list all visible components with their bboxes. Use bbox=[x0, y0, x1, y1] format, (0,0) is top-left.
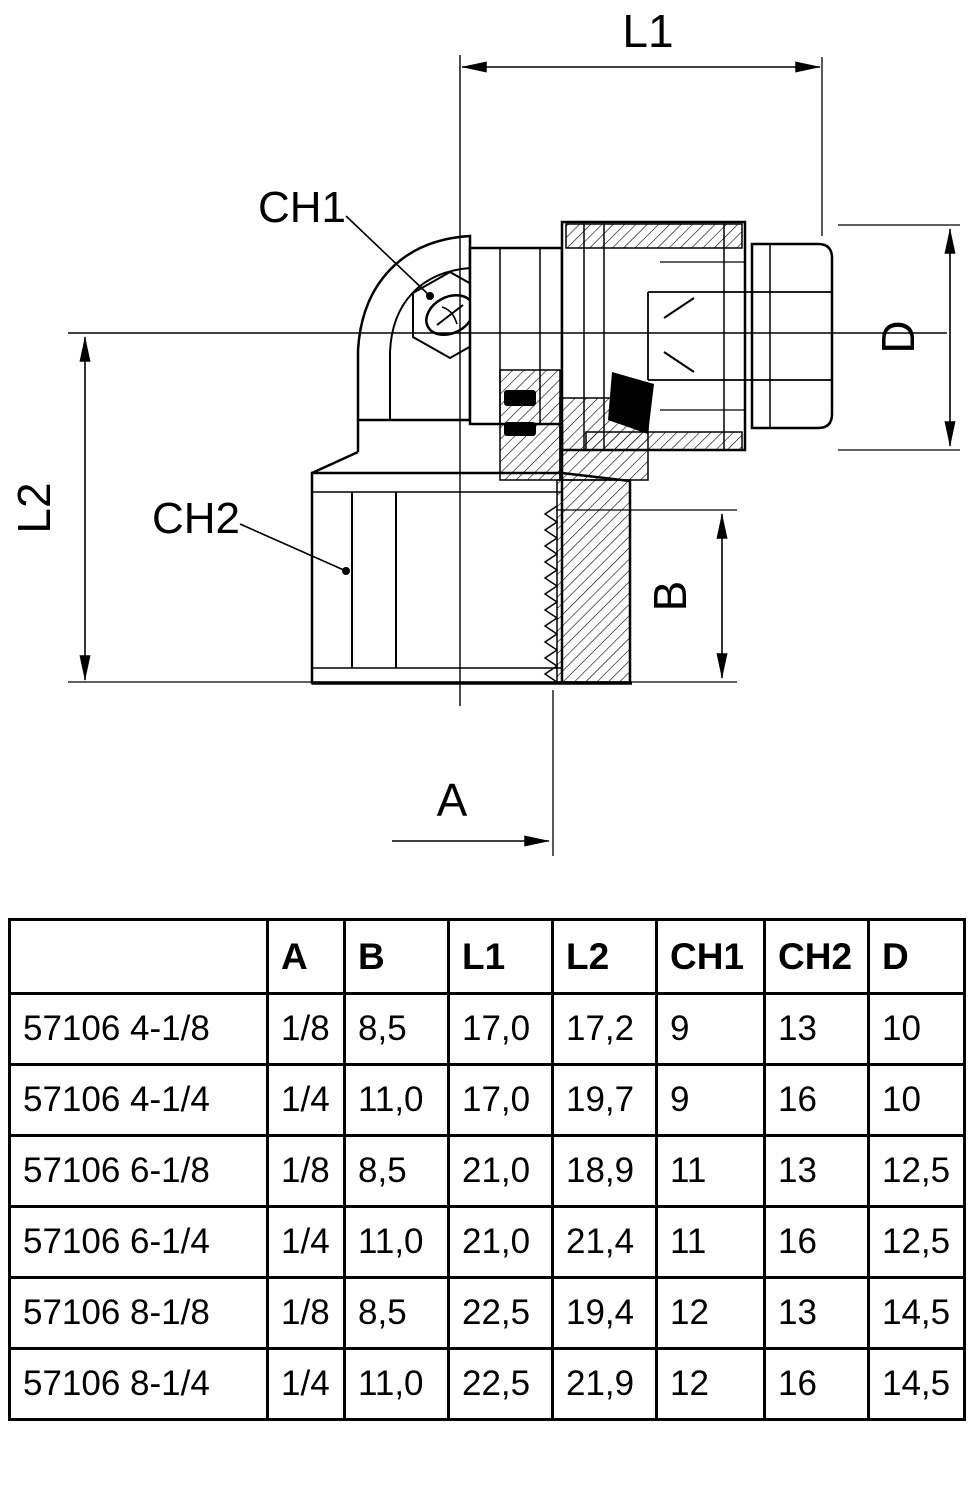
value-d: 12,5 bbox=[867, 1205, 966, 1279]
value-a: 1/8 bbox=[266, 1276, 346, 1350]
value-l1: 21,0 bbox=[447, 1205, 554, 1279]
value-d: 10 bbox=[867, 992, 966, 1066]
value-ch2: 13 bbox=[763, 1134, 870, 1208]
fitting-technical-drawing: L1 L2 D B A CH1 bbox=[8, 5, 960, 856]
value-l2: 21,4 bbox=[551, 1205, 658, 1279]
value-d: 14,5 bbox=[867, 1276, 966, 1350]
value-ch1: 12 bbox=[655, 1276, 766, 1350]
dim-label-b: B bbox=[644, 581, 696, 612]
header-l2: L2 bbox=[551, 918, 658, 995]
dim-label-l1: L1 bbox=[622, 5, 673, 57]
header-d: D bbox=[867, 918, 966, 995]
dim-label-a: A bbox=[437, 774, 468, 826]
o-ring-seal bbox=[504, 422, 536, 436]
value-ch1: 11 bbox=[655, 1205, 766, 1279]
value-b: 8,5 bbox=[343, 1276, 450, 1350]
part-number-cell: 57106 4-1/8 bbox=[8, 992, 269, 1066]
dim-label-ch1: CH1 bbox=[258, 183, 346, 232]
dimension-d: D bbox=[872, 228, 956, 447]
value-b: 8,5 bbox=[343, 992, 450, 1066]
value-ch2: 13 bbox=[763, 1276, 870, 1350]
value-l1: 17,0 bbox=[447, 992, 554, 1066]
value-ch2: 16 bbox=[763, 1063, 870, 1137]
release-sleeve bbox=[750, 242, 834, 430]
value-l2: 19,4 bbox=[551, 1276, 658, 1350]
value-b: 8,5 bbox=[343, 1134, 450, 1208]
value-ch1: 12 bbox=[655, 1347, 766, 1421]
dim-label-ch2: CH2 bbox=[152, 494, 240, 543]
table-row: 57106 4-1/4 1/4 11,0 17,0 19,7 9 16 10 bbox=[8, 1063, 966, 1137]
value-ch2: 13 bbox=[763, 992, 870, 1066]
thread-profile bbox=[543, 505, 559, 683]
value-d: 12,5 bbox=[867, 1134, 966, 1208]
value-ch1: 11 bbox=[655, 1134, 766, 1208]
leader-dot bbox=[426, 292, 434, 300]
dimension-a: A bbox=[392, 774, 550, 847]
table-header-row: A B L1 L2 CH1 CH2 D bbox=[8, 918, 966, 995]
value-b: 11,0 bbox=[343, 1347, 450, 1421]
value-l1: 21,0 bbox=[447, 1134, 554, 1208]
elbow-corner bbox=[356, 234, 488, 422]
value-a: 1/4 bbox=[266, 1205, 346, 1279]
extension-lines bbox=[68, 57, 960, 856]
part-number-cell: 57106 6-1/8 bbox=[8, 1134, 269, 1208]
dimension-l2: L2 bbox=[8, 336, 91, 681]
value-l2: 21,9 bbox=[551, 1347, 658, 1421]
header-ch2: CH2 bbox=[763, 918, 870, 995]
value-b: 11,0 bbox=[343, 1205, 450, 1279]
header-l1: L1 bbox=[447, 918, 554, 995]
header-a: A bbox=[266, 918, 346, 995]
part-number-cell: 57106 8-1/8 bbox=[8, 1276, 269, 1350]
table-row: 57106 4-1/8 1/8 8,5 17,0 17,2 9 13 10 bbox=[8, 992, 966, 1066]
dimension-table: A B L1 L2 CH1 CH2 D 57106 4-1/8 1/8 8,5 … bbox=[8, 918, 966, 1421]
collet-seal bbox=[608, 372, 654, 434]
value-a: 1/4 bbox=[266, 1347, 346, 1421]
value-l2: 17,2 bbox=[551, 992, 658, 1066]
value-a: 1/8 bbox=[266, 992, 346, 1066]
header-part-number bbox=[8, 918, 269, 995]
part-number-cell: 57106 6-1/4 bbox=[8, 1205, 269, 1279]
value-l1: 17,0 bbox=[447, 1063, 554, 1137]
part-number-cell: 57106 4-1/4 bbox=[8, 1063, 269, 1137]
o-ring-seal bbox=[504, 390, 536, 406]
value-d: 14,5 bbox=[867, 1347, 966, 1421]
value-a: 1/8 bbox=[266, 1134, 346, 1208]
dim-label-d: D bbox=[872, 320, 924, 353]
table-row: 57106 8-1/4 1/4 11,0 22,5 21,9 12 16 14,… bbox=[8, 1347, 966, 1421]
dim-label-l2: L2 bbox=[8, 482, 60, 533]
value-ch2: 16 bbox=[763, 1205, 870, 1279]
table-row: 57106 8-1/8 1/8 8,5 22,5 19,4 12 13 14,5 bbox=[8, 1276, 966, 1350]
part-number-cell: 57106 8-1/4 bbox=[8, 1347, 269, 1421]
header-ch1: CH1 bbox=[655, 918, 766, 995]
value-l1: 22,5 bbox=[447, 1276, 554, 1350]
dimension-b: B bbox=[644, 513, 728, 679]
value-ch1: 9 bbox=[655, 1063, 766, 1137]
drawing-svg: L1 L2 D B A CH1 bbox=[8, 5, 960, 856]
table-row: 57106 6-1/8 1/8 8,5 21,0 18,9 11 13 12,5 bbox=[8, 1134, 966, 1208]
value-l2: 19,7 bbox=[551, 1063, 658, 1137]
centerlines bbox=[68, 55, 947, 706]
value-b: 11,0 bbox=[343, 1063, 450, 1137]
value-ch2: 16 bbox=[763, 1347, 870, 1421]
value-l2: 18,9 bbox=[551, 1134, 658, 1208]
dimension-l1: L1 bbox=[461, 5, 821, 73]
callout-ch2: CH2 bbox=[152, 494, 350, 575]
hex-nut bbox=[310, 471, 632, 685]
table-row: 57106 6-1/4 1/4 11,0 21,0 21,4 11 16 12,… bbox=[8, 1205, 966, 1279]
leader-dot bbox=[342, 567, 350, 575]
seals-and-collet bbox=[504, 261, 832, 436]
value-d: 10 bbox=[867, 1063, 966, 1137]
value-ch1: 9 bbox=[655, 992, 766, 1066]
callout-ch1: CH1 bbox=[258, 183, 434, 300]
value-l1: 22,5 bbox=[447, 1347, 554, 1421]
value-a: 1/4 bbox=[266, 1063, 346, 1137]
header-b: B bbox=[343, 918, 450, 995]
